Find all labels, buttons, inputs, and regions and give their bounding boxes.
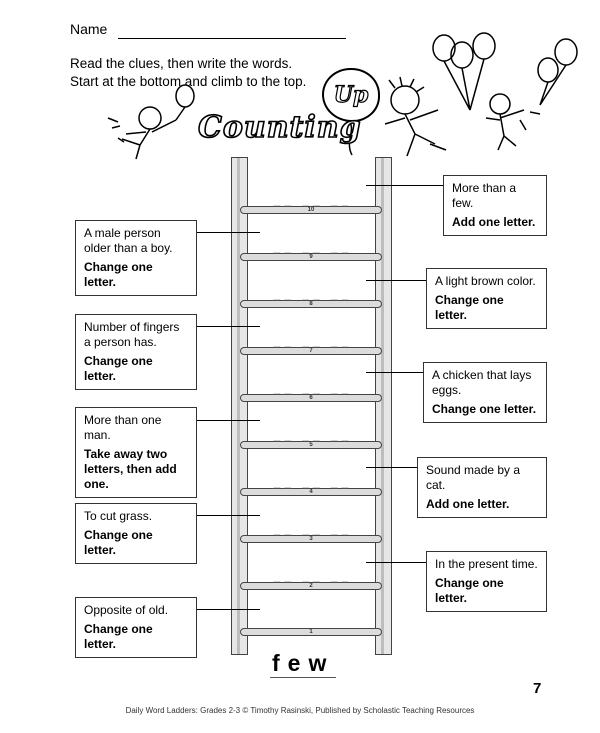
instruction-line-1: Read the clues, then write the words. — [70, 56, 293, 71]
clue-action: Change one letter. — [435, 576, 504, 605]
ladder-rail-left — [231, 157, 248, 655]
ladder-rung — [240, 300, 382, 308]
answer-blank-10[interactable]: __ __ __ — [273, 193, 353, 207]
connector-line — [366, 562, 427, 563]
connector-line — [366, 280, 427, 281]
connector-line — [366, 185, 444, 186]
clue-action: Take away two letters, then add one. — [84, 447, 177, 491]
ladder-rung — [240, 347, 382, 355]
clue-text: A chicken that lays eggs. — [432, 368, 532, 397]
ladder-rung — [240, 441, 382, 449]
answer-blank-5[interactable]: __ __ __ — [273, 428, 353, 442]
ladder-rung — [240, 394, 382, 402]
connector-line — [366, 467, 418, 468]
rung-number: 5 — [309, 442, 313, 448]
start-word: few — [270, 650, 337, 678]
clue-text: More than a few. — [452, 181, 517, 210]
instruction-line-2: Start at the bottom and climb to the top… — [70, 74, 307, 89]
clue-text: A light brown color. — [435, 274, 536, 288]
rung-number: 1 — [309, 629, 313, 635]
ladder-rung — [240, 253, 382, 261]
name-input-line[interactable] — [118, 38, 346, 39]
title-up: Up — [333, 81, 369, 108]
clue-box-left-5: Opposite of old. Change one letter. — [75, 597, 197, 658]
connector-line — [196, 420, 260, 421]
ladder-rail-right — [375, 157, 392, 655]
connector-line — [196, 326, 260, 327]
kids-balloons-illustration — [107, 32, 578, 160]
clue-text: Number of fingers a person has. — [84, 320, 180, 349]
clue-action: Change one letter. — [84, 354, 153, 383]
clue-box-left-2: Number of fingers a person has. Change o… — [75, 314, 197, 390]
clue-action: Change one letter. — [435, 293, 504, 322]
clue-action: Change one letter. — [432, 402, 537, 416]
page-number: 7 — [533, 680, 542, 697]
rung-number: 2 — [309, 583, 313, 589]
clue-box-right-3: A chicken that lays eggs. Change one let… — [423, 362, 547, 423]
rung-number: 10 — [307, 207, 315, 213]
answer-blank-2[interactable]: __ __ __ — [273, 569, 353, 583]
footer-credit: Daily Word Ladders: Grades 2-3 © Timothy… — [125, 706, 475, 715]
answer-blank-8[interactable]: __ __ __ — [273, 287, 353, 301]
answer-blank-4[interactable]: __ __ __ — [273, 475, 353, 489]
clue-box-left-3: More than one man. Take away two letters… — [75, 407, 197, 498]
connector-line — [366, 372, 424, 373]
ladder-rung — [240, 206, 382, 214]
ladder-rung — [240, 582, 382, 590]
clue-box-left-1: A male person older than a boy. Change o… — [75, 220, 197, 296]
rung-number: 6 — [309, 395, 313, 401]
name-label: Name — [70, 21, 108, 37]
clue-action: Change one letter. — [84, 622, 153, 651]
rung-number: 4 — [309, 489, 313, 495]
clue-box-left-4: To cut grass. Change one letter. — [75, 503, 197, 564]
ladder-rung — [240, 488, 382, 496]
clue-box-right-1: More than a few. Add one letter. — [443, 175, 547, 236]
clue-action: Change one letter. — [84, 528, 153, 557]
connector-line — [196, 232, 260, 233]
answer-blank-9[interactable]: __ __ __ — [273, 240, 353, 254]
title-counting: Counting — [197, 109, 362, 146]
clue-text: To cut grass. — [84, 509, 153, 523]
title: Counting — [197, 109, 362, 146]
rung-number: 9 — [309, 254, 313, 260]
answer-blank-6[interactable]: __ __ __ — [273, 381, 353, 395]
clue-text: A male person older than a boy. — [84, 226, 173, 255]
clue-text: Opposite of old. — [84, 603, 169, 617]
rung-number: 3 — [309, 536, 313, 542]
clue-box-right-5: In the present time. Change one letter. — [426, 551, 547, 612]
rung-number: 7 — [309, 348, 313, 354]
clue-action: Add one letter. — [452, 215, 536, 229]
clue-text: Sound made by a cat. — [426, 463, 521, 492]
connector-line — [196, 515, 260, 516]
ladder-rung — [240, 628, 382, 636]
clue-box-right-2: A light brown color. Change one letter. — [426, 268, 547, 329]
clue-action: Add one letter. — [426, 497, 510, 511]
ladder-rung — [240, 535, 382, 543]
clue-text: More than one man. — [84, 413, 162, 442]
rung-number: 8 — [309, 301, 313, 307]
up-balloon: Up — [322, 68, 380, 122]
answer-blank-7[interactable]: __ __ __ — [273, 334, 353, 348]
clue-text: In the present time. — [435, 557, 538, 571]
clue-box-right-4: Sound made by a cat. Add one letter. — [417, 457, 547, 518]
clue-action: Change one letter. — [84, 260, 153, 289]
answer-blank-3[interactable]: __ __ __ — [273, 522, 353, 536]
connector-line — [196, 609, 260, 610]
